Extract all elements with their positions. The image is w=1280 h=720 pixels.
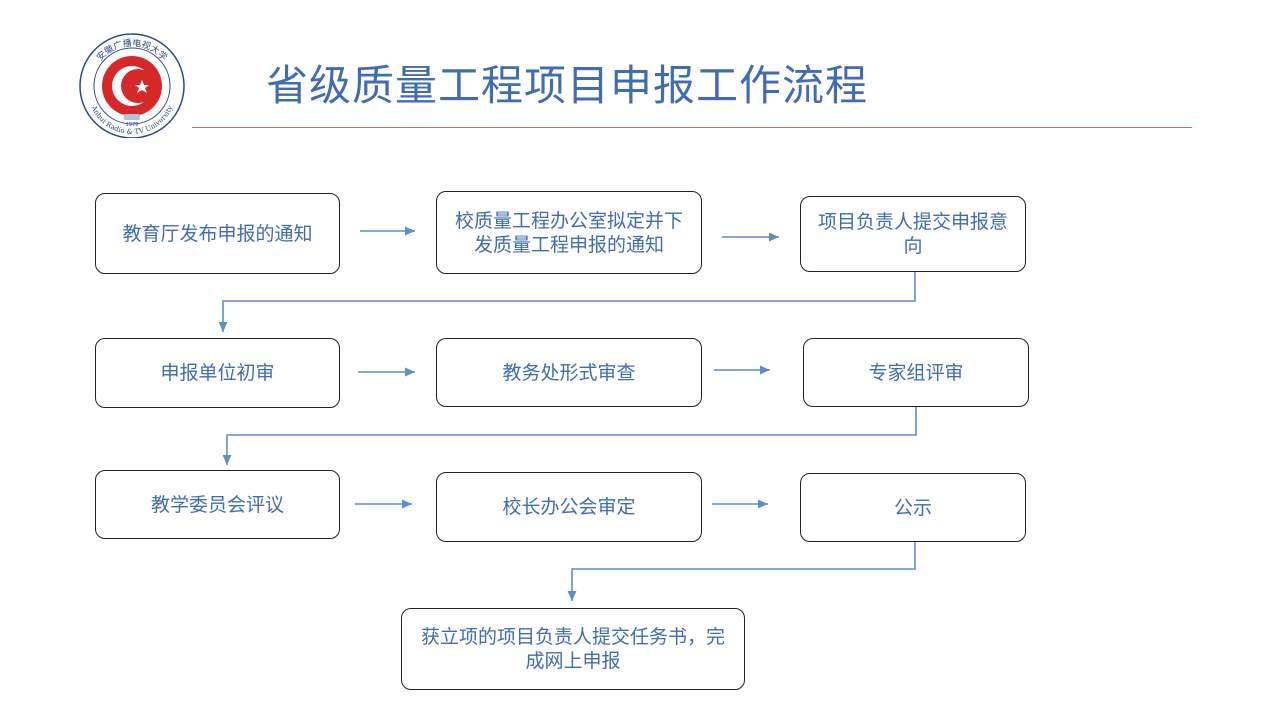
flow-step-1: 教育厅发布申报的通知 [95,193,340,274]
arrow-step6-to-step7 [222,407,917,465]
flow-step-6-label: 专家组评审 [868,361,964,384]
flow-step-5: 教务处形式审查 [436,338,702,407]
flow-step-2: 校质量工程办公室拟定并下发质量工程申报的通知 [436,191,702,274]
flow-step-9-label: 公示 [893,496,932,519]
arrow-step3-to-step4 [218,272,916,332]
flow-step-3: 项目负责人提交申报意向 [800,196,1026,272]
arrow-step9-to-step10 [567,542,916,601]
flow-step-10-label: 获立项的项目负责人提交任务书，完成网上申报 [420,626,725,672]
flow-step-4-label: 申报单位初审 [160,362,275,384]
university-logo: 安徽广播电视大学 Anhui Radio & TV University 197… [79,33,185,138]
page-title: 省级质量工程项目申报工作流程 [266,61,869,110]
logo-year: 1979 [126,122,139,128]
flow-step-2-label: 校质量工程办公室拟定并下发质量工程申报的通知 [454,209,683,256]
flow-step-6: 专家组评审 [803,338,1029,407]
flow-step-9: 公示 [800,473,1026,542]
flow-step-7: 教学委员会评议 [95,470,340,539]
flow-step-3-label: 项目负责人提交申报意向 [817,211,1008,257]
flow-step-4: 申报单位初审 [95,338,340,408]
flow-step-1-label: 教育厅发布申报的通知 [122,222,313,245]
flow-step-5-label: 教务处形式审查 [502,361,636,384]
flow-step-8-label: 校长办公会审定 [502,496,636,518]
flow-step-8: 校长办公会审定 [436,472,702,542]
flow-step-7-label: 教学委员会评议 [150,493,284,516]
flow-step-10: 获立项的项目负责人提交任务书，完成网上申报 [401,608,745,690]
title-divider [192,127,1192,128]
